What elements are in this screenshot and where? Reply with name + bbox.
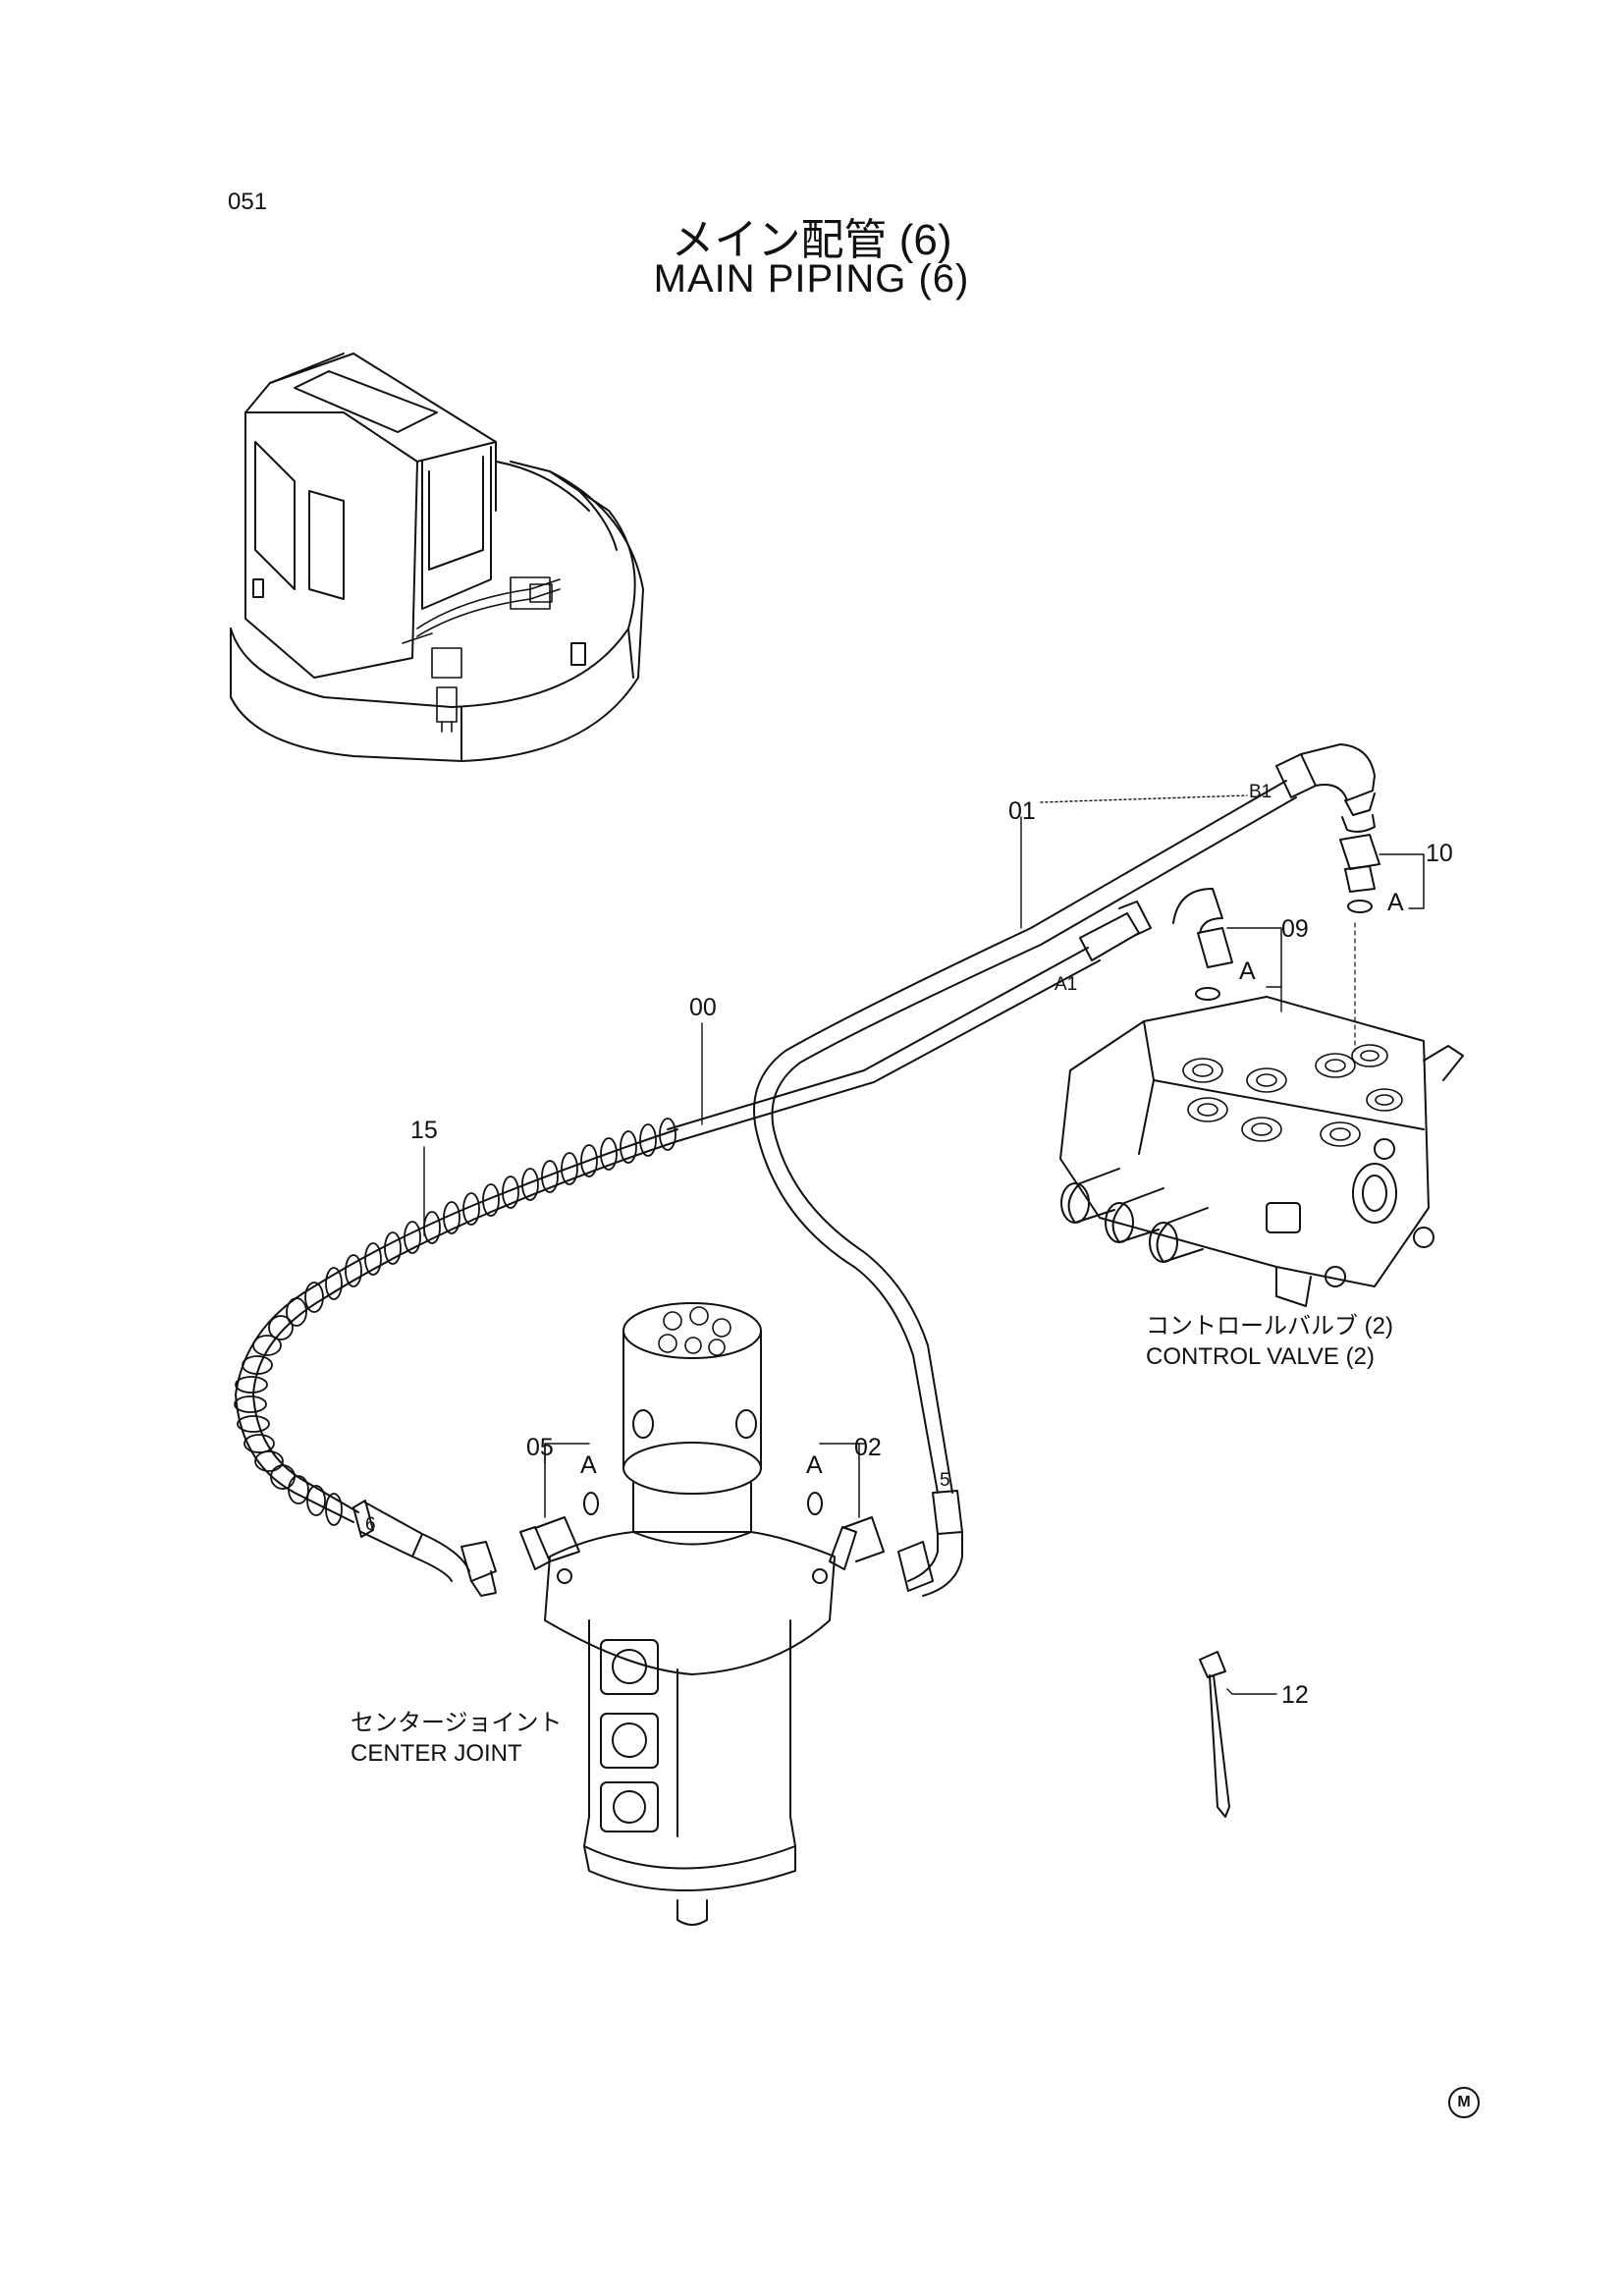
- title-english: MAIN PIPING (6): [653, 257, 970, 301]
- title-japanese: メイン配管 (6): [671, 216, 952, 264]
- caption-center-joint-en: CENTER JOINT: [351, 1740, 522, 1767]
- control-valve: [1059, 996, 1464, 1307]
- label-part-02: 02: [854, 1434, 882, 1461]
- fittings-05-02: [519, 1443, 885, 1570]
- label-a-09: A: [1239, 957, 1256, 985]
- label-a-02: A: [806, 1451, 823, 1479]
- label-a-05: A: [580, 1451, 597, 1479]
- caption-control-valve-jp: コントロールバルブ (2): [1146, 1313, 1393, 1339]
- label-part-09: 09: [1281, 915, 1309, 943]
- hose-00: [667, 901, 1152, 1597]
- label-part-12: 12: [1281, 1681, 1309, 1709]
- leader-lines: [423, 794, 1282, 1695]
- hose-01: [753, 743, 1376, 1268]
- excavator-overview: [230, 353, 644, 762]
- corner-mark-m: M: [1448, 2087, 1480, 2118]
- label-port-6: 6: [365, 1514, 376, 1535]
- label-part-15: 15: [410, 1117, 438, 1144]
- caption-control-valve-en: CONTROL VALVE (2): [1146, 1343, 1375, 1370]
- page-number: 051: [228, 189, 268, 215]
- label-part-05: 05: [526, 1434, 554, 1461]
- caption-center-joint-jp: センタージョイント: [351, 1710, 563, 1736]
- label-port-5: 5: [940, 1470, 950, 1491]
- fittings-09-10: [1172, 834, 1425, 1052]
- spiral-guard-15: [234, 1118, 678, 1597]
- label-part-00: 00: [689, 994, 717, 1021]
- label-part-10: 10: [1426, 840, 1453, 867]
- center-joint: [544, 1302, 836, 1926]
- label-part-01: 01: [1008, 797, 1036, 825]
- label-port-b1: B1: [1249, 782, 1272, 802]
- cable-tie-12: [1199, 1651, 1230, 1818]
- label-port-a1: A1: [1055, 974, 1078, 995]
- label-a-10: A: [1387, 889, 1404, 916]
